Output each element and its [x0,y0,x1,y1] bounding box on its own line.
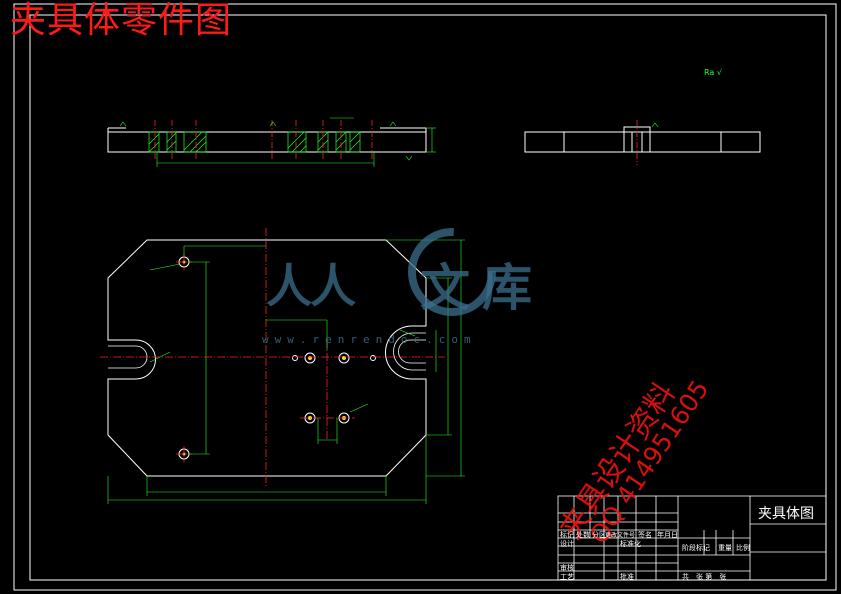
outer-border [13,3,837,591]
watermark-logo-text: 人人 [266,259,356,313]
tb-label-date: 年月日 [657,531,678,539]
tb-label-standardize: 标准化 [620,540,641,548]
tb-label-approve: 批准 [620,573,634,581]
title-block [557,495,827,581]
drawing-name: 夹具体图 [758,506,814,522]
page-title: 夹具体零件图 [10,0,233,41]
tb-label-scale: 比例 [736,544,750,552]
tb-label-process: 工艺 [560,573,574,581]
inner-border [29,14,827,581]
top-plan-view [100,228,465,504]
tb-label-weight: 重量 [718,544,732,552]
watermark-logo-char: 库 [482,259,532,317]
tb-label-mark: 标记 [560,531,574,539]
front-section-view [107,117,436,167]
watermark-logo-char: 文 [420,259,470,317]
tb-label-zone: 分区 [592,531,606,539]
side-view [524,120,761,165]
tb-label-sign: 签名 [638,531,652,539]
tb-label-stage-mark: 阶段标记 [682,544,710,552]
roughness-note: Ra √ [704,68,722,77]
watermark-url: www.renrendoc.com [262,333,477,346]
tb-label-count: 处数 [576,531,590,539]
tb-label-review: 审核 [560,564,574,572]
tb-label-sheet-info: 共 张 第 张 [682,573,727,581]
tb-label-design: 设计 [560,540,574,548]
tb-label-change-doc: 更改文件号 [605,532,636,539]
watermark-logo-icon [408,228,496,316]
